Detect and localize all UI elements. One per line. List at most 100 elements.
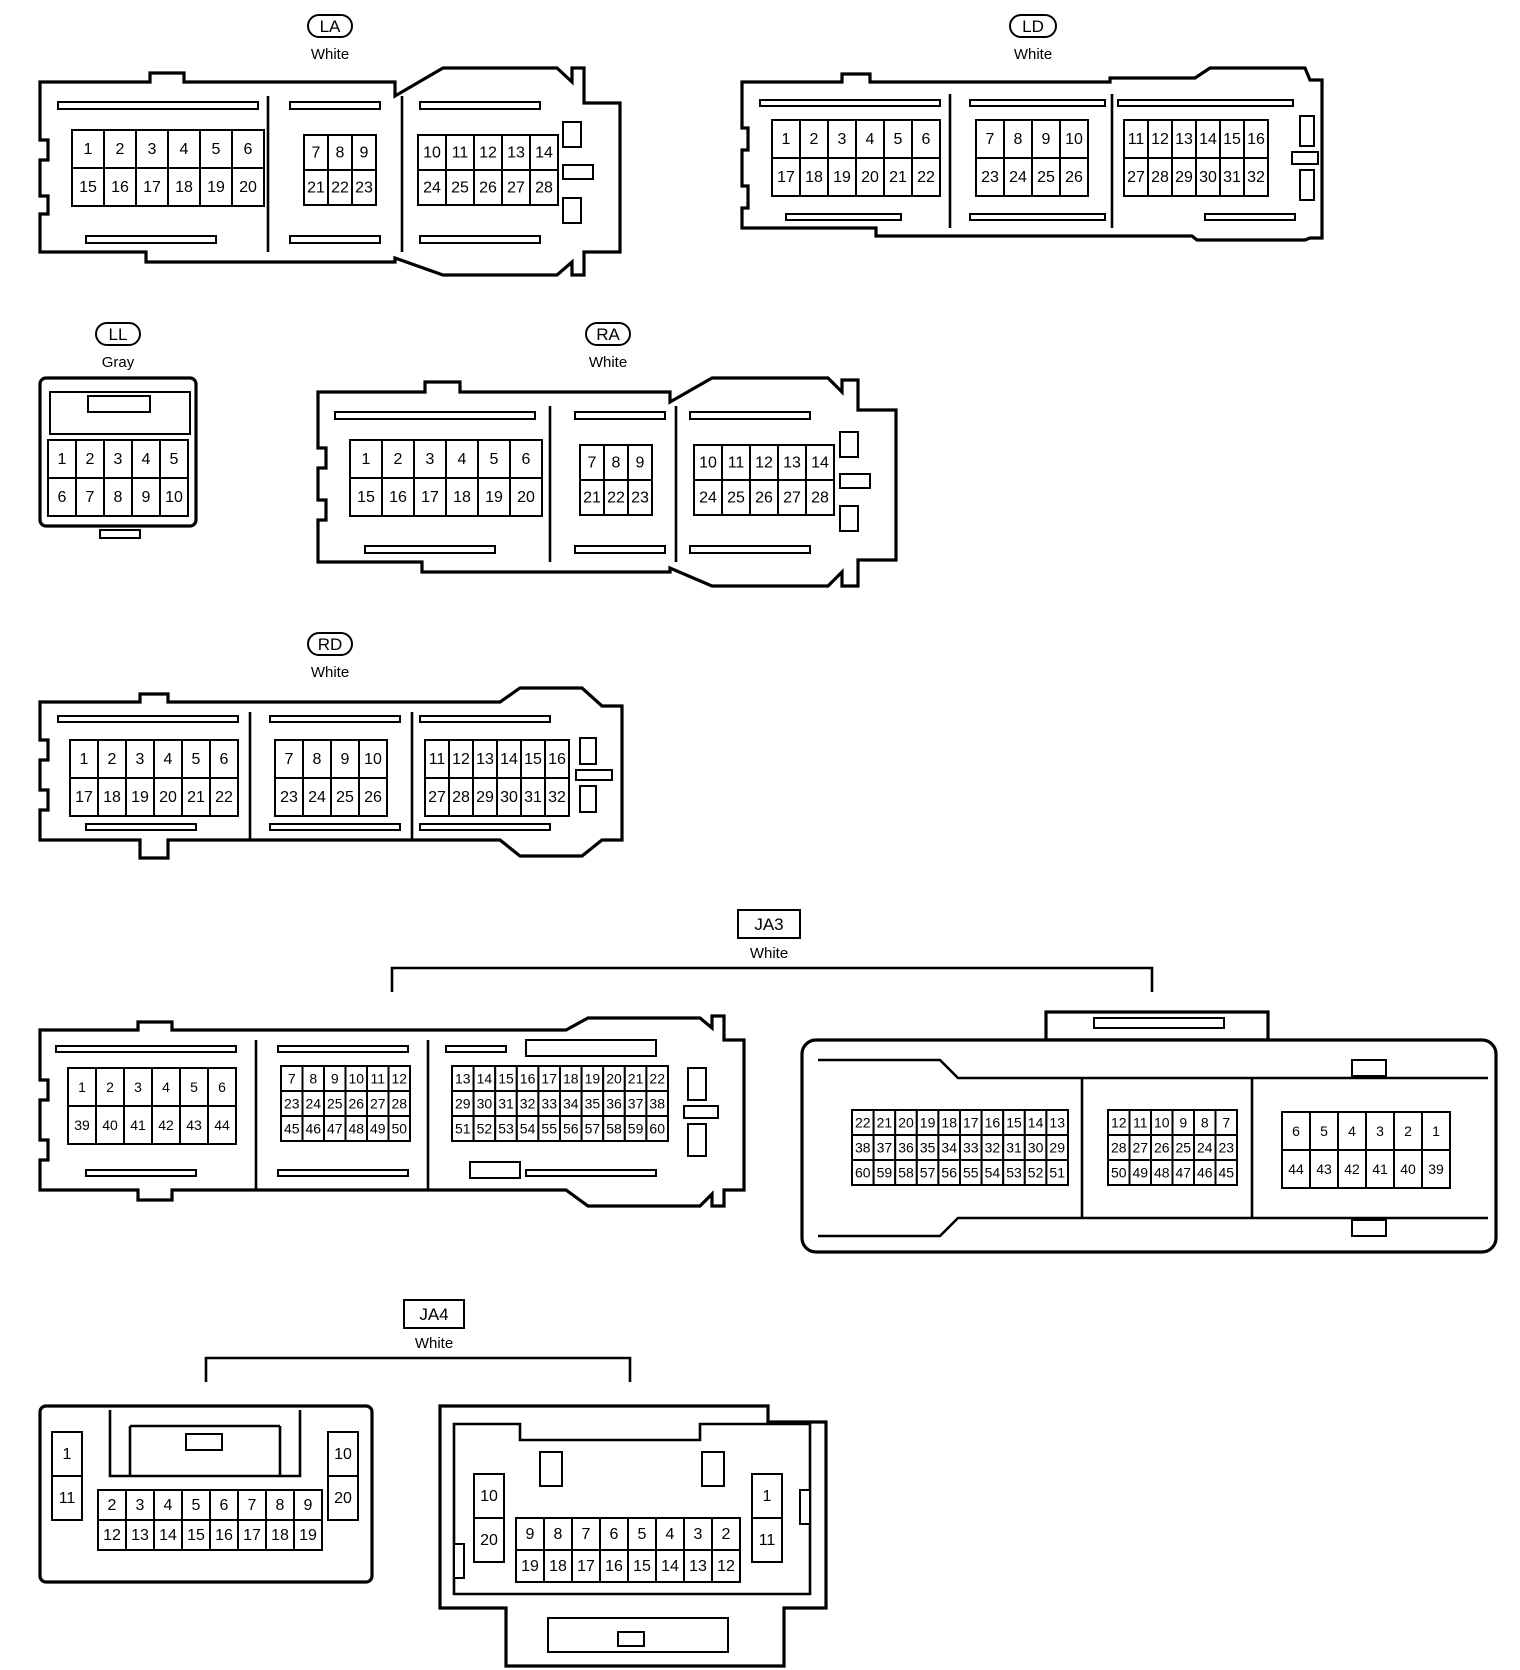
pin-number: 44	[214, 1117, 230, 1133]
pin-number: 27	[1132, 1140, 1148, 1156]
pin-cell	[515, 1517, 545, 1551]
pin-cell	[529, 169, 559, 206]
pin-number: 46	[305, 1121, 321, 1137]
pin-cell	[327, 169, 353, 206]
slot	[1093, 1017, 1225, 1029]
pin-cell	[627, 479, 653, 516]
pin-number: 14	[1199, 131, 1217, 148]
pin-number: 45	[284, 1121, 300, 1137]
pin-number: 17	[243, 1527, 261, 1544]
pin-number: 16	[1247, 131, 1265, 148]
pin-cell	[358, 777, 388, 817]
pin-number: 12	[479, 145, 497, 162]
pin-number: 4	[180, 141, 189, 158]
slot	[277, 1045, 409, 1053]
pin-number: 55	[541, 1121, 557, 1137]
pin-number: 6	[1292, 1123, 1300, 1139]
pin-number: 16	[215, 1527, 233, 1544]
pin-number: 4	[162, 1079, 170, 1095]
pin-number: 23	[1218, 1140, 1234, 1156]
pin-number: 5	[170, 451, 179, 468]
pin-number: 16	[389, 489, 407, 506]
pin-number: 35	[585, 1096, 601, 1112]
pin-number: 60	[855, 1165, 871, 1181]
pin-number: 7	[248, 1497, 257, 1514]
pin-cell	[1309, 1111, 1339, 1151]
pin-number: 32	[520, 1096, 536, 1112]
pin-cell	[413, 477, 447, 517]
pin-number: 58	[898, 1165, 914, 1181]
pin-cell	[751, 1517, 783, 1563]
pin-number: 12	[452, 751, 470, 768]
pin-number: 14	[661, 1558, 679, 1575]
pin-cell	[131, 477, 161, 517]
pin-cell	[693, 479, 723, 516]
slot	[419, 715, 551, 723]
pin-number: 11	[370, 1071, 385, 1087]
slot	[574, 545, 666, 554]
pin-number: 3	[694, 1526, 703, 1543]
pin-number: 4	[142, 451, 151, 468]
connector-ja3-bracket	[390, 966, 1154, 992]
pin-number: 24	[1197, 1140, 1213, 1156]
pin-number: 26	[348, 1096, 364, 1112]
pin-number: 6	[522, 451, 531, 468]
pin-number: 27	[783, 490, 801, 507]
latch-slot	[839, 505, 859, 532]
pin-number: 14	[1028, 1115, 1044, 1131]
pin-cell	[181, 777, 211, 817]
pin-number: 22	[607, 490, 625, 507]
pin-number: 22	[855, 1115, 871, 1131]
pin-number: 13	[783, 455, 801, 472]
pin-number: 12	[755, 455, 773, 472]
pin-cell	[711, 1517, 741, 1551]
pin-number: 15	[1006, 1115, 1022, 1131]
pin-number: 14	[811, 455, 829, 472]
pin-number: 5	[1320, 1123, 1328, 1139]
pin-number: 32	[985, 1140, 1001, 1156]
slot	[469, 1161, 521, 1179]
pin-cell	[1365, 1149, 1395, 1189]
pin-number: 2	[86, 451, 95, 468]
pin-number: 19	[521, 1558, 539, 1575]
pin-number: 9	[1179, 1115, 1187, 1131]
pin-number: 54	[520, 1121, 536, 1137]
pin-number: 7	[986, 131, 995, 148]
latch-slot	[1351, 1059, 1387, 1077]
pin-number: 38	[855, 1140, 871, 1156]
pin-cell	[1281, 1111, 1311, 1151]
pin-cell	[75, 477, 105, 517]
pin-number: 6	[58, 489, 67, 506]
pin-number: 2	[106, 1079, 114, 1095]
pin-number: 15	[633, 1558, 651, 1575]
pin-number: 6	[610, 1526, 619, 1543]
pin-cell	[579, 479, 605, 516]
slot	[689, 411, 811, 420]
pin-number: 7	[1222, 1115, 1230, 1131]
pin-cell	[749, 479, 779, 516]
pin-number: 20	[480, 1532, 498, 1549]
pin-number: 20	[159, 789, 177, 806]
pin-number: 29	[1049, 1140, 1065, 1156]
pin-number: 23	[355, 180, 373, 197]
pin-number: 11	[1133, 1115, 1148, 1131]
pin-number: 47	[327, 1121, 343, 1137]
pin-number: 6	[244, 141, 253, 158]
pin-number: 21	[628, 1071, 644, 1087]
pin-number: 14	[159, 1527, 177, 1544]
pin-cell	[153, 1489, 183, 1521]
slot	[419, 101, 541, 110]
pin-number: 13	[455, 1071, 471, 1087]
pin-number: 12	[1111, 1115, 1127, 1131]
pin-number: 3	[1376, 1123, 1384, 1139]
slot	[1117, 99, 1294, 107]
pin-number: 60	[649, 1121, 665, 1137]
pin-cell	[1421, 1111, 1451, 1151]
pin-cell	[209, 777, 239, 817]
slot	[419, 823, 551, 831]
pin-number: 16	[605, 1558, 623, 1575]
latch-slot	[1351, 1219, 1387, 1237]
